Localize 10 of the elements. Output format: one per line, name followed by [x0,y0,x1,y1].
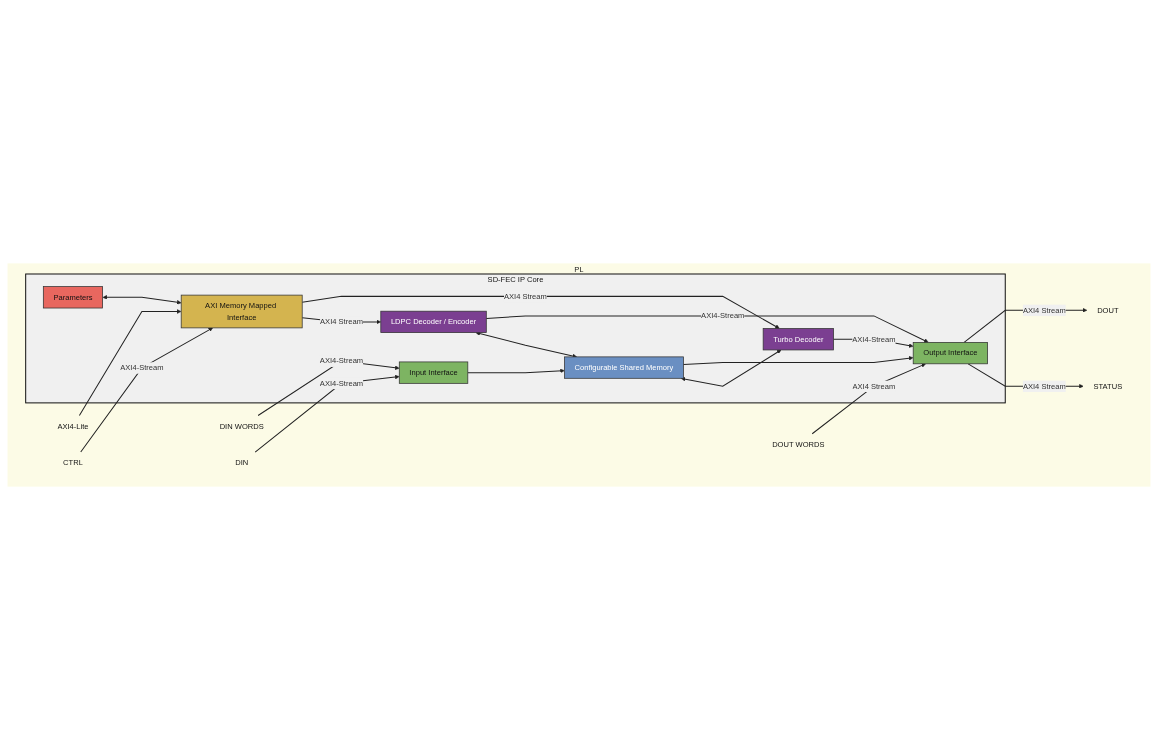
arrow [467,368,565,374]
arrow [102,295,182,305]
arrow [682,356,914,366]
arrow [485,315,929,343]
arrow [257,360,400,416]
arrow [680,349,782,387]
arrow [78,309,182,416]
arrow [811,363,926,435]
arrow [254,374,400,453]
arrow [80,327,213,453]
